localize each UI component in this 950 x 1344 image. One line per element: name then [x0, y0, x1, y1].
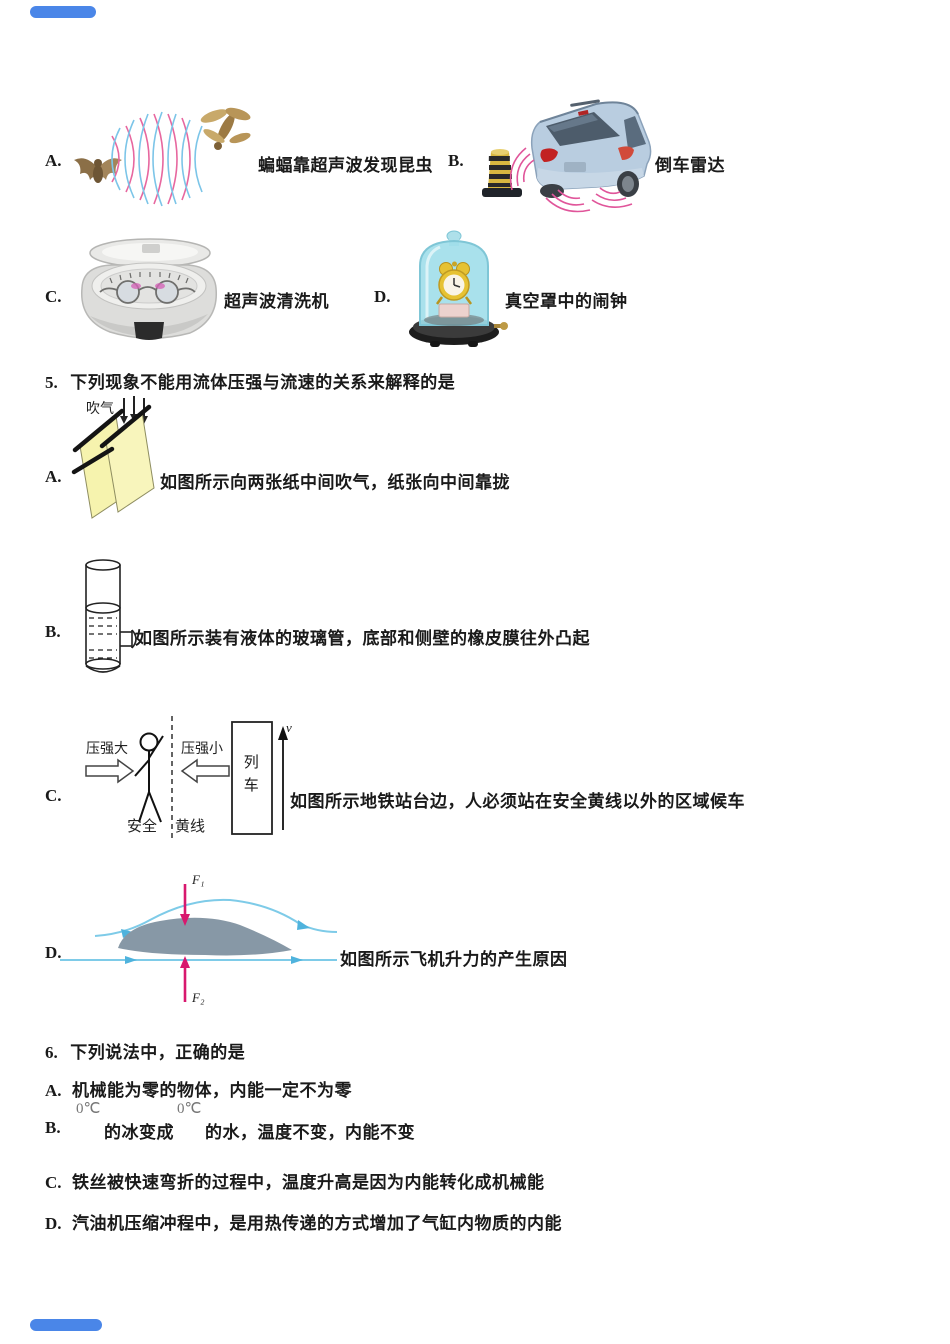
person-icon: [134, 732, 164, 823]
safety-label: 安全: [127, 818, 158, 835]
q5-option-a-letter: A.: [45, 467, 62, 486]
car-reversing-radar-figure: [482, 99, 652, 213]
vacuum-jar-icon: [409, 230, 508, 347]
q6-number: 6.: [45, 1043, 58, 1062]
q5-stem-text: 下列现象不能用流体压强与流速的关系来解释的是: [70, 373, 456, 392]
q6-option-c-letter: C.: [45, 1173, 62, 1192]
f2-label: F₂: [192, 990, 205, 1005]
q6-option-d-text: 汽油机压缩冲程中，是用热传递的方式增加了气缸内物质的内能: [71, 1214, 562, 1233]
q4-option-b-caption: 倒车雷达: [655, 156, 725, 175]
insect-icon: [200, 107, 251, 150]
bat-icon: [74, 158, 122, 183]
f1-label: F₁: [192, 872, 205, 887]
blow-label: 吹气: [86, 400, 114, 416]
train-label: 列车: [243, 754, 259, 794]
pressure-small-label: 压强小: [181, 740, 223, 756]
yellow-line-label: 黄线: [175, 818, 206, 835]
glass-tube-icon: [85, 559, 137, 673]
q4-option-a-caption: 蝙蝠靠超声波发现昆虫: [258, 156, 433, 175]
q5-stem: 5. 下列现象不能用流体压强与流速的关系来解释的是: [45, 368, 455, 393]
q5-number: 5.: [45, 373, 58, 392]
traffic-cone-icon: [482, 149, 522, 197]
pressure-big-arrow-icon: [85, 758, 135, 784]
car-icon: [530, 99, 652, 198]
q6-option-a-text: 机械能为零的物体，内能一定不为零: [71, 1081, 352, 1100]
q6-stem-text: 下列说法中，正确的是: [70, 1043, 246, 1062]
q4-option-c-caption: 超声波清洗机: [224, 292, 329, 311]
ultrasonic-cleaner-icon: [81, 238, 217, 340]
q6-option-d: D. 汽油机压缩冲程中，是用热传递的方式增加了气缸内物质的内能: [45, 1209, 562, 1234]
q4-option-b-letter: B.: [448, 151, 464, 170]
q6-option-d-letter: D.: [45, 1214, 62, 1233]
bottom-blue-mark: [30, 1319, 102, 1331]
q5-option-d-letter: D.: [45, 943, 62, 962]
q6-option-b-rest: 的水，温度不变，内能不变: [205, 1123, 415, 1142]
q4-option-d-caption: 真空罩中的闹钟: [505, 292, 628, 311]
q6-option-a: A. 机械能为零的物体，内能一定不为零: [45, 1076, 352, 1101]
q5-option-b-letter: B.: [45, 622, 61, 641]
q6-option-b-mid: 的冰变成: [104, 1123, 174, 1142]
liquid-glass-tube-figure: [85, 559, 137, 673]
q5-option-d-caption: 如图所示飞机升力的产生原因: [340, 950, 568, 969]
q6-option-c-text: 铁丝被快速弯折的过程中，温度升高是因为内能转化成机械能: [71, 1173, 545, 1192]
q4-option-c-letter: C.: [45, 287, 62, 306]
subway-platform-figure: [85, 716, 288, 840]
airfoil-icon: [118, 917, 292, 956]
q6-option-a-letter: A.: [45, 1081, 62, 1100]
flow-arrowheads: [121, 920, 310, 964]
velocity-label: v: [286, 720, 292, 735]
bat-ultrasound-insect-figure: [74, 107, 251, 207]
q5-option-a-caption: 如图所示向两张纸中间吹气，纸张向中间靠拢: [160, 473, 510, 492]
train-box-icon: [231, 721, 273, 835]
ultrasound-waves: [111, 111, 203, 207]
pressure-big-label: 压强大: [86, 740, 128, 756]
force-arrows-icon: [180, 884, 190, 1002]
q6-option-b-temp2: 0℃: [177, 1101, 202, 1117]
blowing-between-papers-figure: [71, 396, 155, 519]
alarm-clock-icon: [435, 261, 473, 305]
q4-option-d-letter: D.: [374, 287, 391, 306]
q6-option-b-temp1: 0℃: [76, 1101, 101, 1117]
alarm-clock-in-vacuum-jar-figure: [409, 230, 508, 347]
radar-waves: [509, 147, 633, 213]
q6-option-c: C. 铁丝被快速弯折的过程中，温度升高是因为内能转化成机械能: [45, 1168, 544, 1193]
velocity-arrow-icon: [278, 726, 288, 830]
top-blue-mark: [30, 6, 96, 18]
q4-option-a-letter: A.: [45, 151, 62, 170]
airfoil-lift-figure: [60, 884, 338, 1002]
pressure-small-arrow-icon: [180, 758, 230, 784]
q6-option-b-letter: B.: [45, 1118, 61, 1137]
q5-option-c-caption: 如图所示地铁站台边，人必须站在安全黄线以外的区域候车: [290, 792, 745, 811]
blow-arrows-icon: [120, 396, 148, 424]
q5-option-c-letter: C.: [45, 786, 62, 805]
q6-stem: 6. 下列说法中，正确的是: [45, 1038, 245, 1063]
paper-sheets-icon: [71, 404, 155, 519]
ultrasonic-cleaner-figure: [81, 238, 217, 340]
q5-option-b-caption: 如图所示装有液体的玻璃管，底部和侧壁的橡皮膜往外凸起: [135, 629, 590, 648]
